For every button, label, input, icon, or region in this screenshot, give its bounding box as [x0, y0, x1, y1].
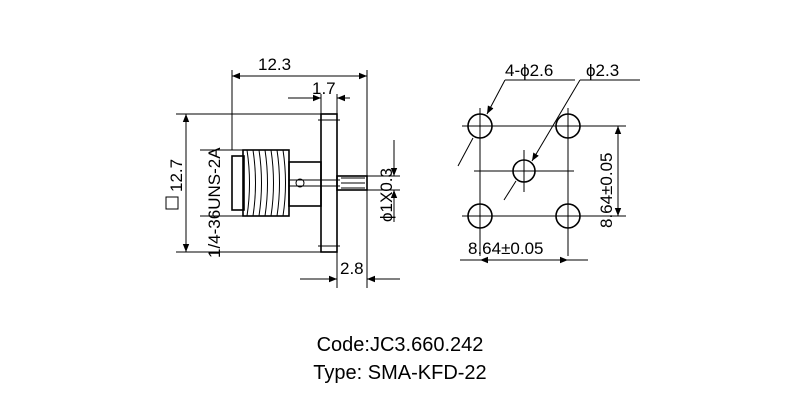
hole-callout-label: 4-ϕ2.6	[505, 61, 553, 80]
front-view: 4-ϕ2.6 ϕ2.3 8.64±0.05 8.64±0.05	[457, 61, 640, 264]
thread-label: 1/4-36UNS-2A	[205, 147, 224, 258]
overall-length-label: 12.3	[258, 55, 291, 74]
center-hole-label: ϕ2.3	[586, 61, 619, 80]
product-code: Code:JC3.660.242	[316, 334, 484, 356]
product-type: Type: SMA-KFD-22	[313, 362, 487, 384]
vertical-spacing-label: 8.64±0.05	[597, 152, 616, 228]
pin-diameter-label: ϕ1X0.3	[377, 168, 396, 222]
rear-length-label: 2.8	[340, 259, 364, 278]
flange-thickness-label: 1.7	[312, 79, 336, 98]
square-symbol	[165, 196, 179, 210]
side-view: 12.3 1.7 12.7 1/4-36UNS-2A ϕ1X0.3 2.8	[165, 55, 400, 288]
horizontal-spacing-label: 8.64±0.05	[468, 239, 544, 258]
thread-lines	[246, 149, 286, 217]
square-size-label: 12.7	[167, 159, 186, 192]
body-shoulder	[231, 155, 245, 211]
flange	[320, 113, 338, 253]
body-neck	[288, 161, 322, 207]
rear-pin	[336, 175, 368, 191]
